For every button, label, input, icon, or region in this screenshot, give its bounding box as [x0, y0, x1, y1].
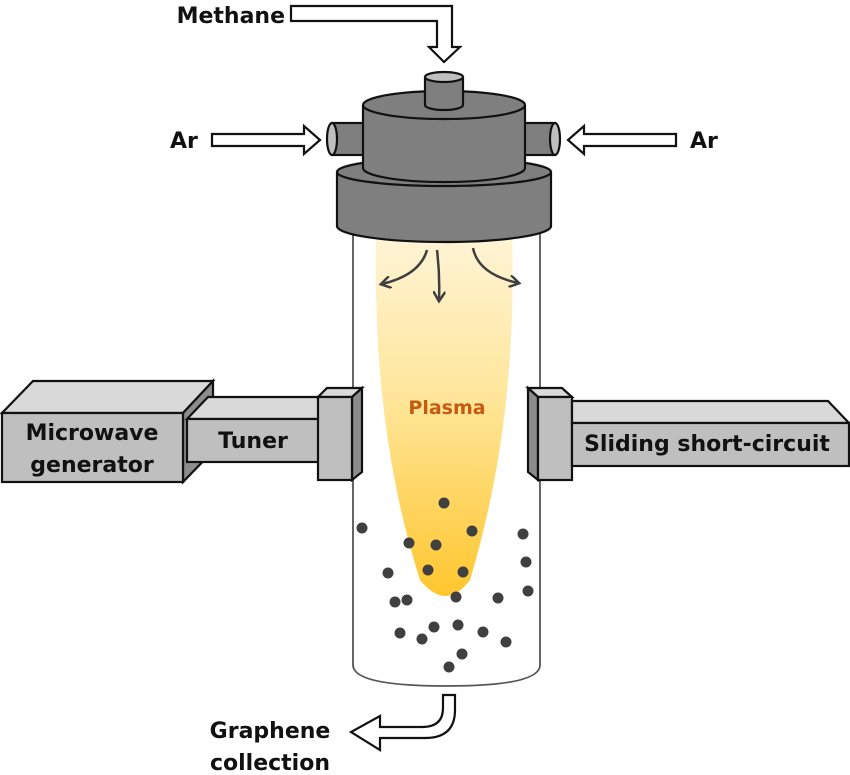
graphene-particle	[394, 627, 406, 639]
graphene-particle	[416, 633, 428, 645]
graphene-particle	[477, 626, 489, 638]
graphene-particle	[492, 592, 504, 604]
graphene-particle	[517, 528, 529, 540]
graphene-particle	[430, 539, 442, 551]
tuner	[184, 395, 322, 464]
graphene-particle	[438, 497, 450, 509]
argon-right-label: Ar	[690, 129, 718, 154]
graphene-particle	[389, 596, 401, 608]
graphene-particle	[443, 661, 455, 673]
flow-arrow-center	[437, 249, 439, 300]
graphene-particle	[452, 619, 464, 631]
methane-label: Methane	[177, 4, 285, 29]
plasma-region	[375, 236, 513, 596]
graphene-outlet-arrow	[348, 693, 457, 752]
graphene-particles	[356, 497, 534, 673]
graphene-particle	[403, 537, 415, 549]
graphene-particle	[382, 567, 394, 579]
argon-right-arrow	[566, 123, 678, 157]
graphene-particle	[457, 566, 469, 578]
graphene-particle	[522, 585, 534, 597]
graphene-particle	[456, 648, 468, 660]
flow-arrows	[382, 247, 518, 300]
sliding-short-circuit	[570, 399, 850, 468]
microwave-generator-label-line2: generator	[30, 453, 154, 478]
flow-arrow-right	[471, 247, 518, 283]
methane-inlet-arrow	[289, 4, 463, 64]
tuner-label: Tuner	[218, 429, 288, 454]
graphene-particle	[450, 591, 462, 603]
graphene-collection-label-line1: Graphene	[210, 719, 331, 744]
argon-inlet-left-port	[325, 121, 369, 157]
graphene-particle	[520, 556, 532, 568]
methane-inlet-port	[423, 70, 465, 112]
right-flange	[525, 385, 575, 483]
microwave-generator-label-line1: Microwave	[26, 421, 159, 446]
reactor-head	[325, 70, 562, 244]
graphene-particle	[500, 636, 512, 648]
argon-left-arrow	[210, 123, 322, 157]
graphene-particle	[428, 621, 440, 633]
left-flange	[315, 385, 365, 483]
graphene-particle	[466, 525, 478, 537]
flow-arrow-left	[382, 249, 429, 284]
sliding-short-circuit-label: Sliding short-circuit	[584, 432, 830, 457]
graphene-particle	[401, 594, 413, 606]
plasma-label: Plasma	[408, 397, 485, 419]
graphene-particle	[422, 564, 434, 576]
graphene-particle	[356, 522, 368, 534]
graphene-collection-label-line2: collection	[210, 751, 330, 775]
argon-left-label: Ar	[170, 129, 198, 154]
